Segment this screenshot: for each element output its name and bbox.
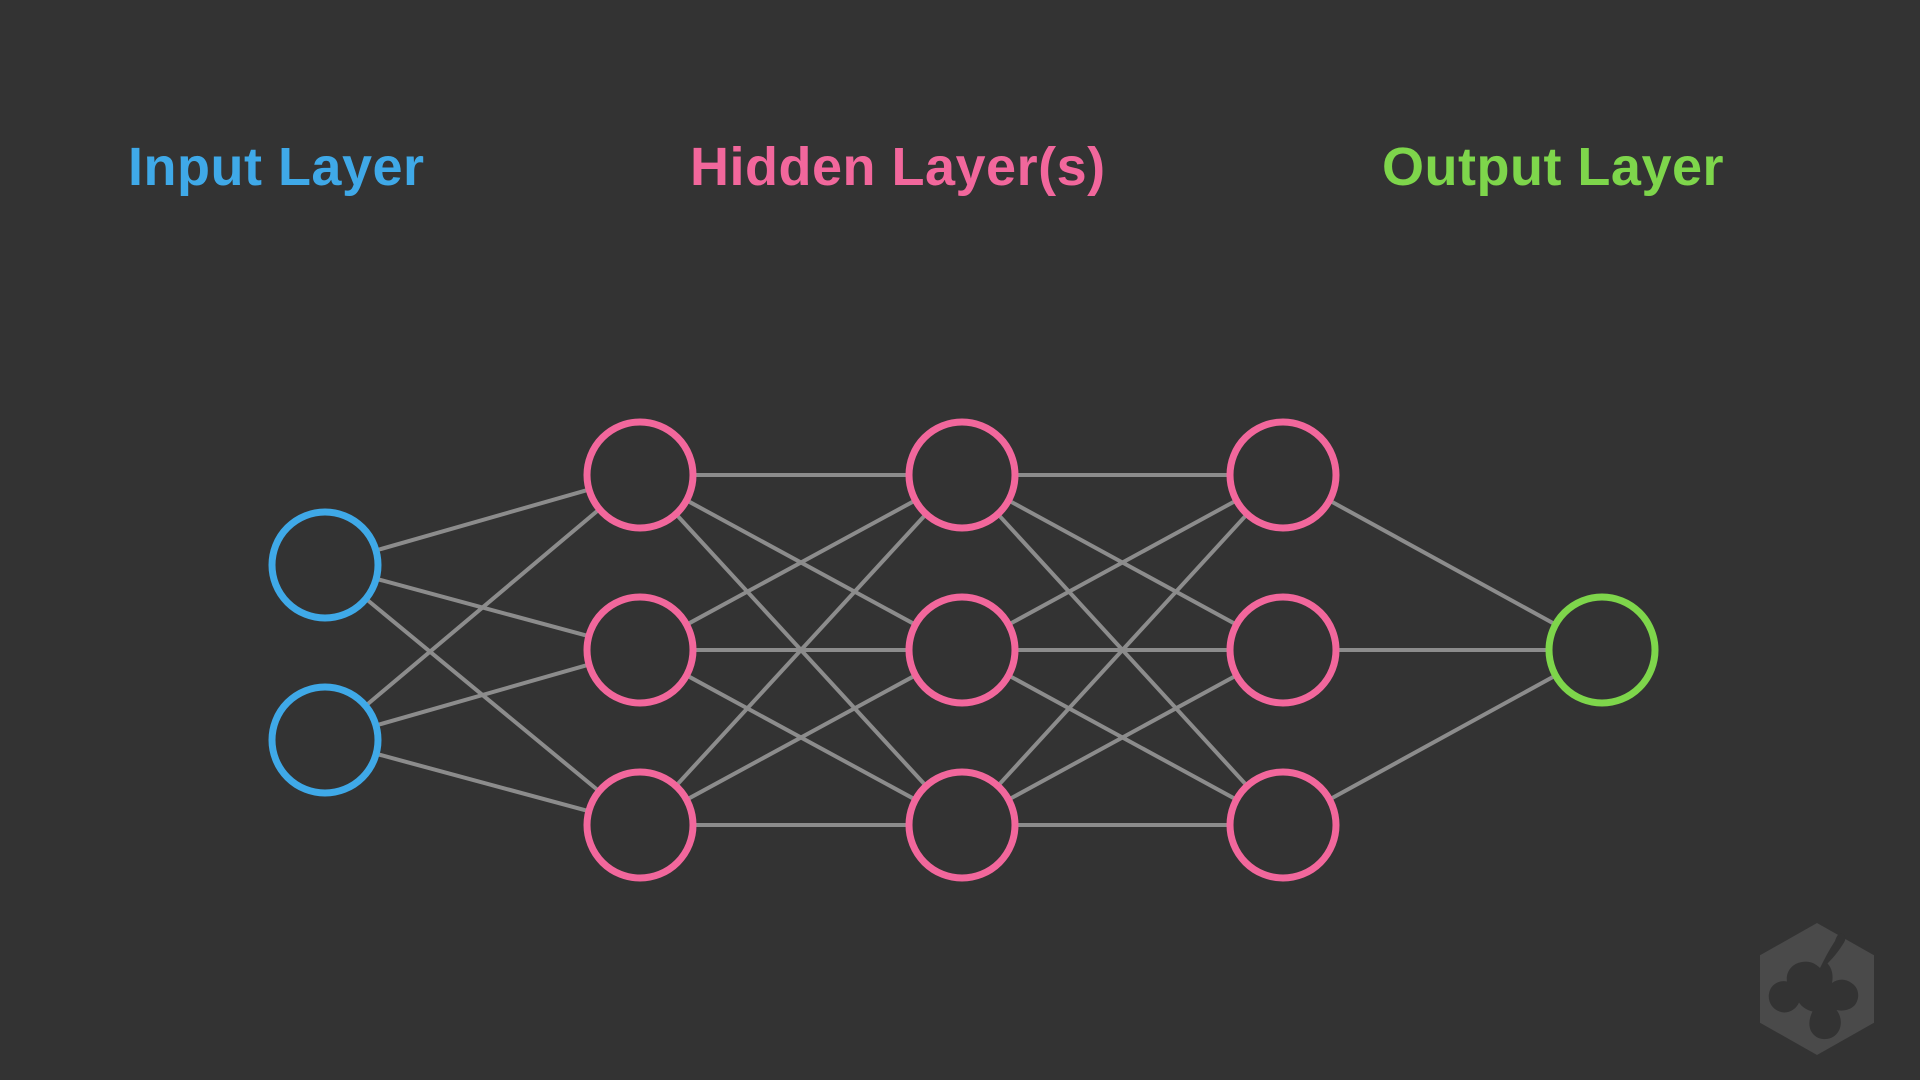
connection-edge <box>684 498 918 627</box>
neuron-node-h2_1[interactable] <box>905 418 1019 532</box>
neuron-node-h1_3[interactable] <box>583 768 697 882</box>
connection-edge <box>374 751 591 814</box>
connection-edge <box>373 487 592 553</box>
connection-edge <box>373 662 592 728</box>
connection-edge <box>1327 673 1558 802</box>
neuron-node-i2[interactable] <box>268 683 382 797</box>
connection-edge <box>1006 498 1239 627</box>
layer-label-hidden: Hidden Layer(s) <box>690 137 1106 197</box>
connection-edge <box>684 673 918 802</box>
neuron-node-h2_2[interactable] <box>905 593 1019 707</box>
neuron-node-i1[interactable] <box>268 508 382 622</box>
layer-label-input: Input Layer <box>128 137 425 197</box>
neuron-node-h3_1[interactable] <box>1226 418 1340 532</box>
nodes-group <box>268 418 1659 882</box>
neuron-node-h2_3[interactable] <box>905 768 1019 882</box>
layer-label-output: Output Layer <box>1382 137 1725 197</box>
neuron-node-h1_2[interactable] <box>583 593 697 707</box>
neuron-node-h1_1[interactable] <box>583 418 697 532</box>
neuron-node-o1[interactable] <box>1545 593 1659 707</box>
connection-edge <box>1327 498 1558 627</box>
connection-edge <box>363 507 602 708</box>
edges-group <box>363 473 1558 827</box>
connection-edge <box>673 512 929 788</box>
neuron-node-h3_3[interactable] <box>1226 768 1340 882</box>
connection-edge <box>1006 673 1239 802</box>
connection-edge <box>995 512 1250 788</box>
neuron-node-h3_2[interactable] <box>1226 593 1340 707</box>
